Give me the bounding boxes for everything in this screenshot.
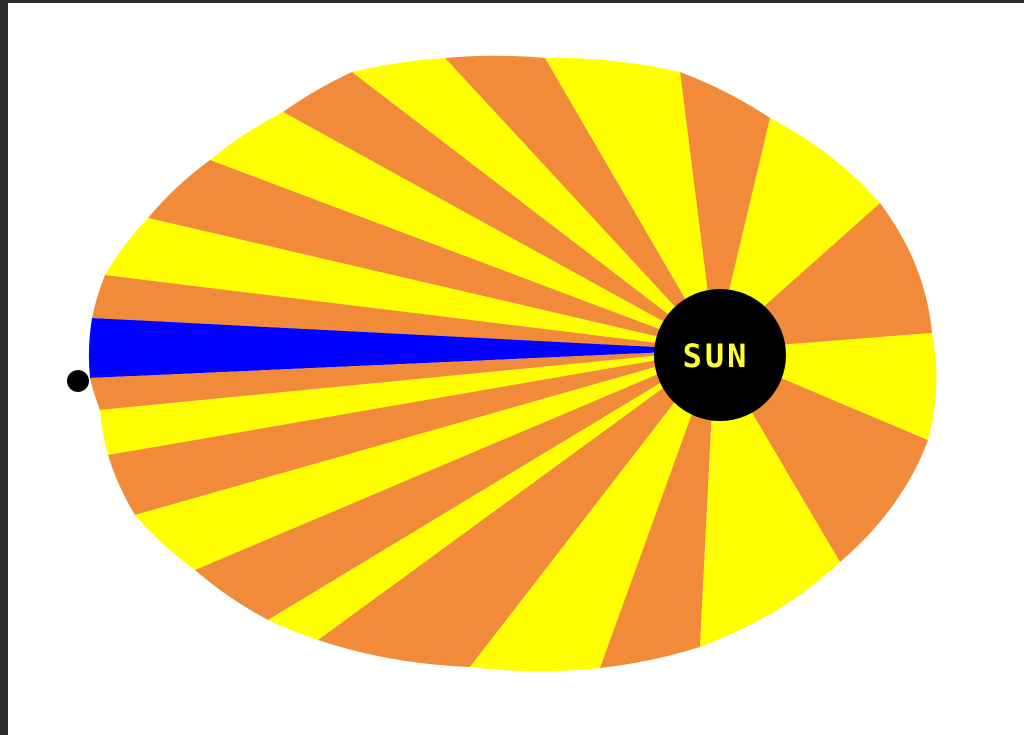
planet-dot bbox=[67, 370, 89, 392]
sun-label: SUN bbox=[683, 337, 750, 375]
orbit-wedges bbox=[89, 56, 937, 671]
